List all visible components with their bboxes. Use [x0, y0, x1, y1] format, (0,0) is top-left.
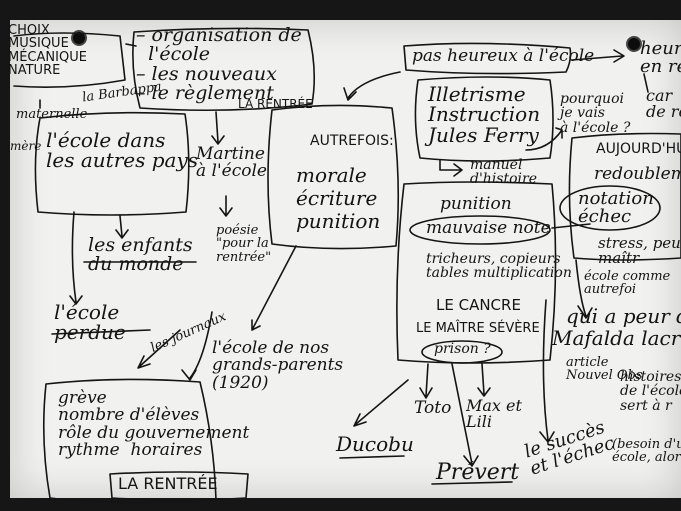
note-enfants-monde: les enfants du monde	[88, 234, 193, 276]
arrow-13	[451, 363, 479, 467]
arrow-19	[125, 43, 137, 47]
note-manuel: manuel d'histoire	[470, 157, 537, 188]
note-mere: mère	[10, 139, 42, 153]
box-punition	[396, 181, 557, 364]
underline-ducobu	[339, 455, 405, 459]
note-poesie: poésie "pour la rentrée"	[216, 223, 272, 265]
note-heureux-right: heureu en re	[640, 38, 681, 78]
underline-ecole-perdue	[51, 329, 151, 335]
box-autres-pays	[34, 111, 190, 216]
note-prevert: Prévert	[436, 460, 520, 485]
note-ecole-comme: école comme autrefoi	[584, 269, 671, 298]
arrow-9	[525, 127, 563, 151]
note-mafalda: Mafalda lacriz	[552, 326, 681, 350]
pin-top-right	[626, 36, 642, 52]
paper-sheet	[10, 20, 681, 498]
circle-prison	[421, 340, 503, 364]
note-mauvaise-note: mauvaise note	[426, 218, 551, 238]
arrow-11	[353, 379, 409, 427]
arrow-4	[69, 211, 83, 305]
box-illetrisme	[414, 76, 554, 162]
note-ecole-autres-pays: l'école dans les autres pays	[46, 128, 199, 173]
note-aujourdhui: AUJOURD'HU	[596, 141, 681, 157]
arrow-10	[551, 223, 591, 229]
note-greve: grève nombre d'élèves rôle du gouverneme…	[58, 388, 250, 460]
arrow-18	[643, 73, 649, 93]
note-cancre: LE CANCRE	[436, 296, 521, 314]
arrow-5	[251, 245, 297, 331]
arrow-16	[575, 259, 593, 319]
note-cartable: car de re	[646, 86, 681, 122]
box-rentree	[109, 471, 249, 501]
box-choix	[13, 32, 126, 88]
note-toto: Toto	[414, 398, 452, 418]
arrow-7	[571, 49, 625, 63]
arrow-21	[181, 311, 213, 381]
box-organisation	[132, 27, 316, 112]
note-max-lili: Max et Lili	[466, 396, 522, 432]
note-ducobu: Ducobu	[336, 432, 414, 456]
circle-notation	[559, 185, 661, 231]
note-qui-a-peur: qui a peur de	[566, 304, 681, 328]
note-maternelle: maternelle	[16, 107, 88, 122]
note-la-rentree-top: LA RENTRÉE	[238, 97, 313, 111]
underline-prevert	[431, 481, 513, 485]
arrow-15	[539, 299, 555, 443]
note-morale: morale écriture punition	[296, 163, 381, 233]
note-autrefois: AUTREFOIS:	[310, 133, 394, 149]
note-redoublement: redoublemen	[594, 164, 681, 184]
note-pourquoi: pourquoi je vais à l'école ?	[560, 91, 631, 136]
note-histoires: histoires de l'école sert à r	[620, 369, 681, 414]
box-autrefois	[267, 104, 400, 250]
arrow-2	[211, 111, 225, 145]
note-martine: Martine à l'école	[196, 144, 267, 182]
note-organisation: – organisation de l'école – les nouveaux…	[136, 24, 302, 105]
arrow-6	[343, 71, 401, 101]
box-pas-heureux	[403, 42, 572, 75]
note-notation: notation échec	[578, 188, 654, 228]
note-tricheurs: tricheurs, copieurs tables multiplicatio…	[426, 251, 572, 282]
note-ecole-grands-parents: l'école de nos grands-parents (1920)	[212, 338, 344, 393]
note-ecole-perdue: l'école perdue	[54, 300, 126, 345]
note-illetrisme: Illetrisme Instruction Jules Ferry	[428, 82, 541, 147]
note-article: article Nouvel Obs	[566, 355, 643, 384]
note-pas-heureux: pas heureux à l'école	[412, 46, 595, 66]
note-choix-musique: CHOIX MUSIQUE MÉCANIQUE NATURE	[8, 23, 87, 78]
note-la-rentree-bottom: LA RENTRÉE	[118, 474, 218, 493]
arrow-12	[419, 363, 433, 399]
note-prison: prison ?	[434, 341, 491, 357]
circle-mauvaise-note	[409, 215, 551, 245]
arrow-14	[477, 363, 491, 397]
arrow-8	[439, 159, 463, 177]
note-maitre-severe: LE MAÎTRE SÉVÈRE	[416, 321, 540, 336]
arrow-3	[219, 195, 233, 217]
arrow-1	[115, 215, 129, 239]
arrow-17	[137, 329, 181, 369]
note-besoin: (besoin d'un école, alors?	[612, 437, 681, 466]
note-punition: punition	[440, 194, 512, 214]
note-stress: stress, peu maîtr	[598, 234, 681, 268]
box-aujourdhui	[568, 132, 681, 261]
